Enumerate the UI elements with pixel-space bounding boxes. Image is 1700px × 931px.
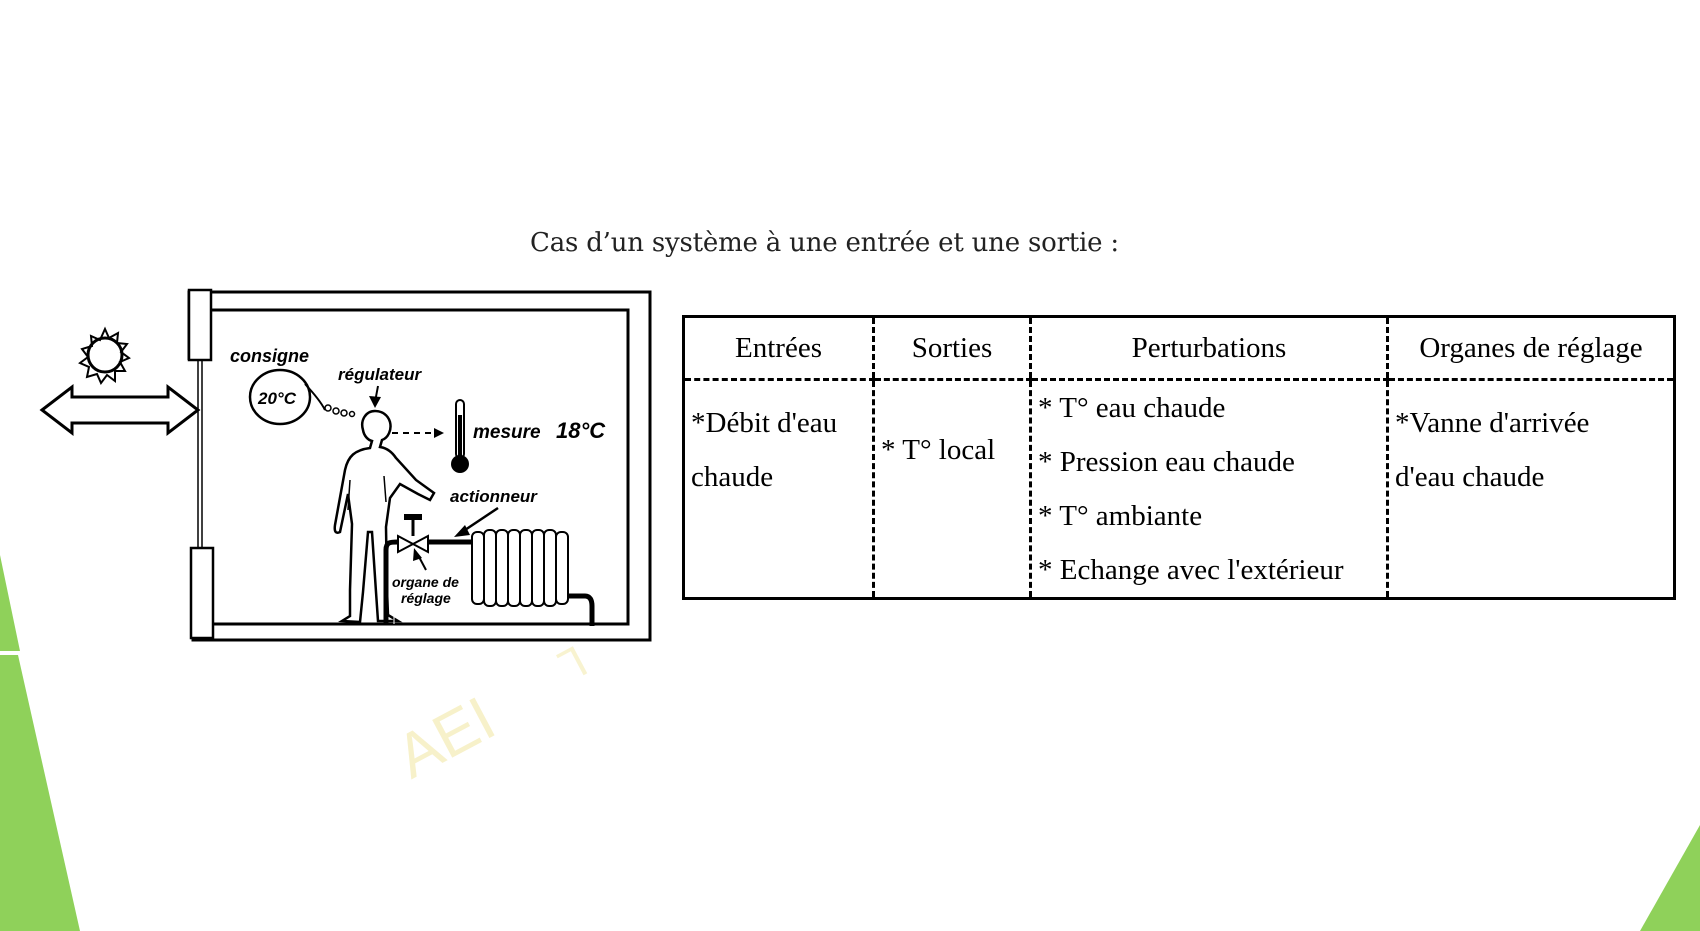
arrow-head: [369, 396, 381, 408]
perturbation-item: * T° eau chaude: [1038, 392, 1226, 424]
person-figure: [333, 409, 436, 624]
valve-icon: [397, 514, 429, 554]
mesure-label: mesure: [473, 422, 541, 443]
measured-value: 18°C: [556, 418, 606, 443]
cell-organes: *Vanne d'arrivée d'eau chaude: [1386, 379, 1675, 599]
arrow-head: [413, 548, 422, 561]
cell-sorties: * T° local: [872, 379, 1031, 599]
radiator-icon: [471, 529, 569, 607]
perturbation-item: * T° ambiante: [1038, 500, 1203, 532]
header-sorties: Sorties: [872, 316, 1031, 381]
green-triangle-right: [1640, 825, 1700, 931]
table-header-row: Entrées Sorties Perturbations Organes de…: [683, 316, 1675, 381]
return-pipe: [568, 593, 595, 626]
header-entrees: Entrées: [683, 316, 874, 381]
system-io-table: Entrées Sorties Perturbations Organes de…: [682, 315, 1676, 600]
thermometer-icon: [451, 399, 469, 473]
organes-line1: *Vanne d'arrivée: [1395, 407, 1590, 439]
header-organes: Organes de réglage: [1386, 316, 1675, 381]
entrees-line1: *Débit d'eau: [691, 407, 838, 439]
organe-label-line2: réglage: [401, 590, 451, 606]
perturbation-item: * Pression eau chaude: [1038, 446, 1295, 478]
setpoint-value: 20°C: [257, 389, 297, 408]
heating-room-diagram: consigne 20°C régulateur mesure 18°C act…: [39, 288, 652, 642]
exchange-double-arrow-icon: [39, 383, 201, 437]
cell-entrees: *Débit d'eau chaude: [684, 380, 874, 599]
sun-icon: [78, 326, 131, 385]
setpoint-bubble: [248, 368, 312, 426]
actionneur-label: actionneur: [450, 487, 538, 506]
header-perturbations: Perturbations: [1029, 316, 1388, 381]
wall-pillar-top: [187, 288, 213, 362]
green-triangle-left-top: [0, 555, 20, 651]
organes-line2: d'eau chaude: [1395, 461, 1545, 493]
arrow-head: [454, 525, 470, 537]
wall-pillar-bottom: [189, 546, 215, 640]
organe-label-line1: organe de: [392, 574, 459, 590]
cell-perturbations: * T° eau chaude * Pression eau chaude * …: [1029, 379, 1388, 599]
consigne-label: consigne: [230, 346, 309, 366]
table-row: *Débit d'eau chaude * T° local * T° eau …: [684, 379, 1675, 599]
regulateur-label: régulateur: [338, 365, 423, 384]
green-triangle-left-bottom: [0, 655, 80, 931]
slide-caption: Cas d’un système à une entrée et une sor…: [530, 228, 1119, 258]
entrees-line2: chaude: [691, 461, 774, 493]
perturbation-item: * Echange avec l'extérieur: [1038, 554, 1344, 586]
